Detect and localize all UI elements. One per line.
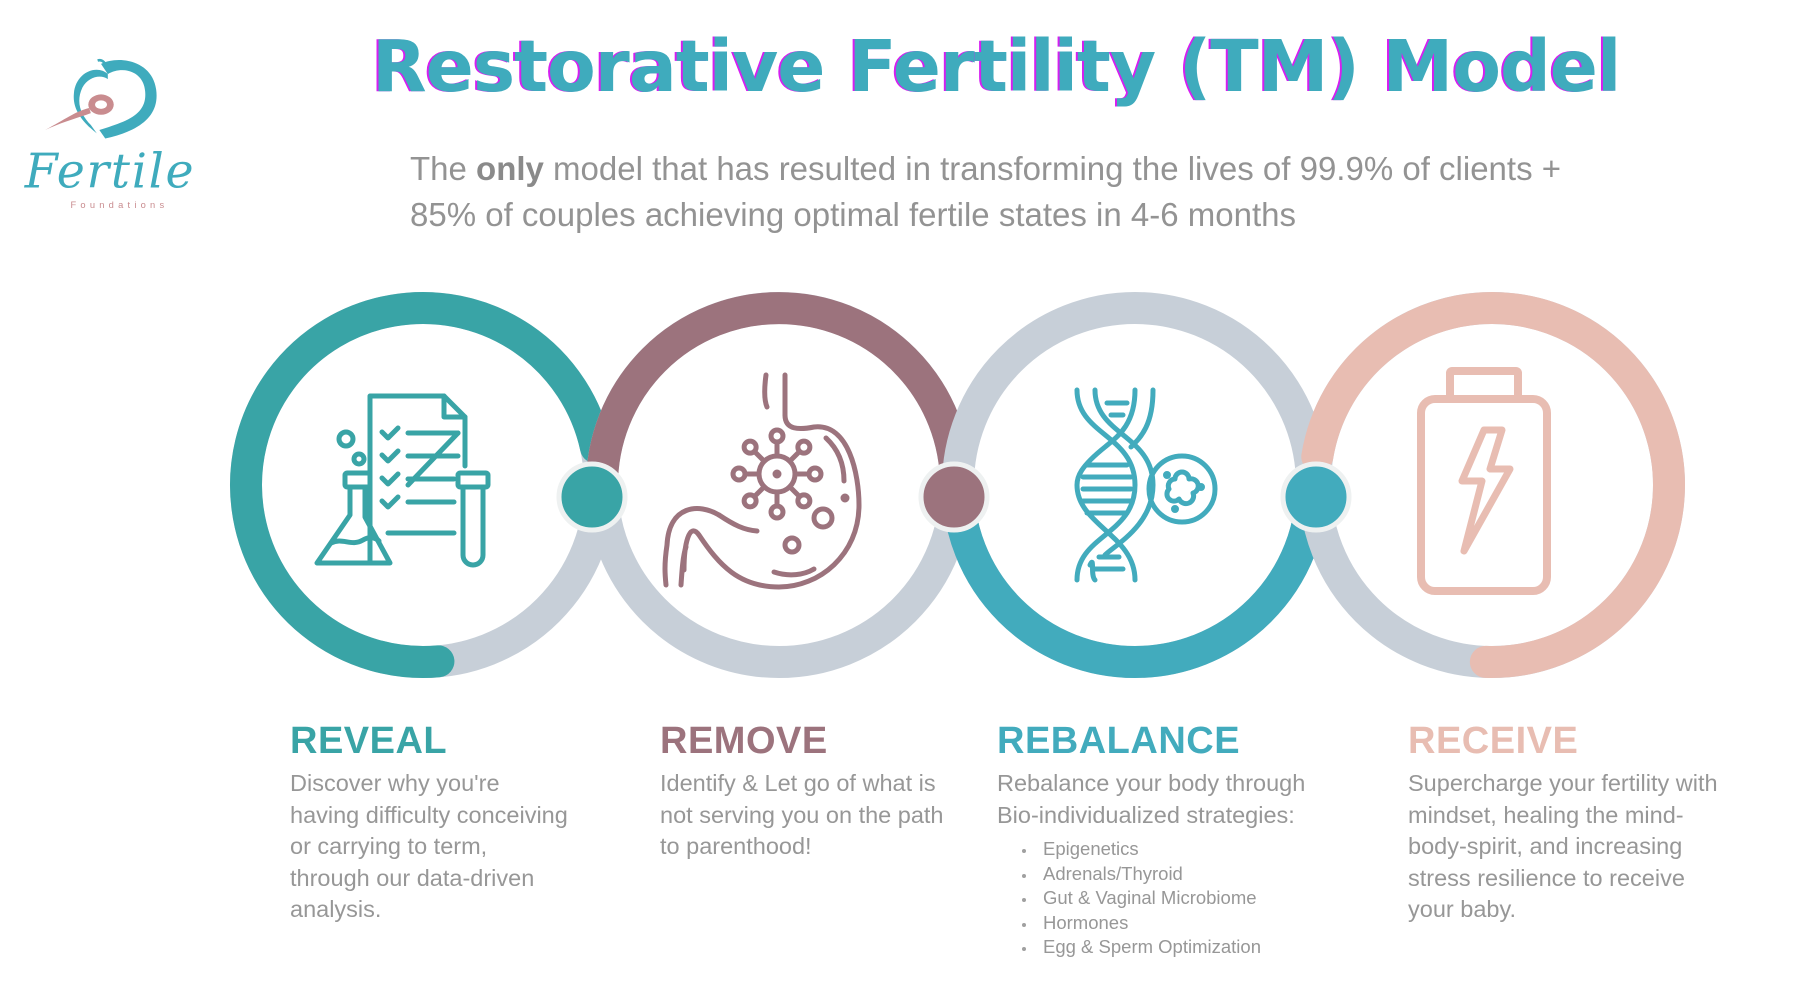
heart-logo-icon: [73, 58, 157, 139]
lab-report-icon: [314, 393, 491, 568]
list-item: Gut & Vaginal Microbiome: [1037, 886, 1357, 911]
step-description: Discover why you're having difficulty co…: [290, 770, 568, 922]
list-item: Adrenals/Thyroid: [1037, 862, 1357, 887]
junction-dot-reveal: [556, 461, 628, 533]
step-title: RECEIVE: [1408, 720, 1579, 762]
step-description: Identify & Let go of what is not serving…: [660, 770, 944, 859]
fertile-foundations-logo: Fertile Foundations: [24, 58, 196, 210]
strategy-list: Epigenetics Adrenals/Thyroid Gut & Vagin…: [997, 837, 1357, 960]
page-subtitle: The only model that has resulted in tran…: [410, 146, 1610, 238]
ring-progress-remove: [586, 292, 972, 486]
step-title: REBALANCE: [997, 720, 1241, 762]
step-reveal: REVEAL Discover why you're having diffic…: [290, 718, 610, 926]
list-item: Hormones: [1037, 911, 1357, 936]
step-title: REMOVE: [660, 720, 828, 762]
stomach-bacteria-icon: [662, 372, 862, 590]
page-title: Restorative Fertility (TM) Model: [372, 25, 1621, 108]
junction-dot-rebalance: [1280, 461, 1352, 533]
step-receive: RECEIVE Supercharge your fertility with …: [1408, 718, 1728, 926]
step-title: REVEAL: [290, 720, 448, 762]
step-rebalance: REBALANCE Rebalance your body through Bi…: [997, 718, 1357, 960]
dna-cell-icon: [1074, 387, 1218, 583]
junction-dot-remove: [918, 461, 990, 533]
ring-progress-rebalance: [942, 484, 1328, 678]
battery-charge-icon: [1417, 367, 1551, 595]
ring-progress-receive: [1301, 292, 1685, 678]
step-remove: REMOVE Identify & Let go of what is not …: [660, 718, 980, 863]
list-item: Epigenetics: [1037, 837, 1357, 862]
ring-progress-reveal: [230, 292, 613, 678]
subtitle-rest: model that has resulted in transforming …: [410, 150, 1562, 233]
list-item: Egg & Sperm Optimization: [1037, 935, 1357, 960]
sperm-icon: [45, 94, 114, 131]
step-description: Rebalance your body through Bio-individu…: [997, 770, 1306, 828]
logo-subtext: Foundations: [71, 200, 169, 210]
logo-script-text: Fertile: [24, 145, 196, 200]
subtitle-emphasis: only: [476, 150, 544, 187]
subtitle-prefix: The: [410, 150, 477, 187]
step-description: Supercharge your fertility with mindset,…: [1408, 770, 1718, 922]
